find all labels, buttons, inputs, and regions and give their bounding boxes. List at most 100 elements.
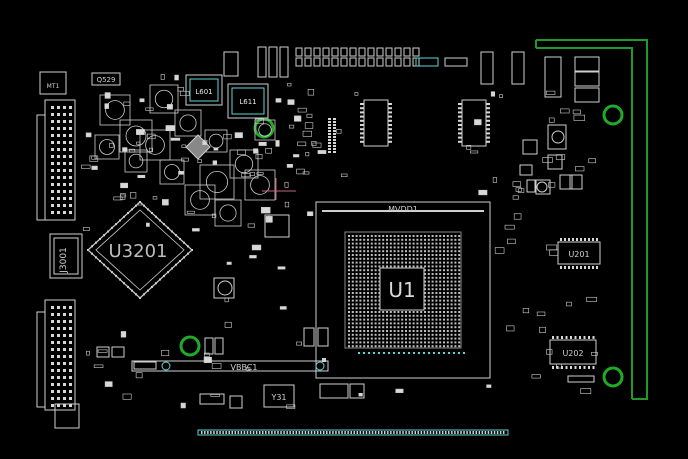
bga-ball — [412, 235, 415, 237]
bga-ball — [359, 337, 362, 340]
bga-ball — [420, 345, 423, 348]
edge-pin — [304, 431, 307, 434]
bga-ball — [420, 318, 423, 321]
pad — [131, 289, 133, 292]
bga-ball — [454, 333, 457, 336]
pin — [57, 383, 60, 386]
bga-ball — [424, 261, 426, 264]
bga-ball — [435, 257, 438, 260]
bga-ball — [363, 284, 366, 287]
pin — [556, 336, 559, 339]
pad — [123, 282, 125, 285]
bga-ball — [351, 280, 354, 283]
bga-ball — [424, 318, 426, 321]
smd-part — [395, 388, 404, 393]
part-outline — [303, 327, 315, 347]
bga-ball — [359, 254, 362, 256]
pin — [51, 369, 54, 372]
pin — [57, 341, 60, 344]
pad — [119, 219, 121, 222]
bga-ball — [389, 333, 392, 336]
bga-ball — [446, 261, 449, 264]
bga-ball — [454, 307, 457, 310]
bga-ball — [351, 303, 354, 306]
edge-pin — [341, 431, 343, 434]
bga-ball — [443, 330, 445, 332]
bga-ball — [424, 345, 426, 348]
bga-ball — [363, 246, 366, 249]
via — [373, 352, 375, 354]
bga-ball — [363, 254, 366, 256]
bga-ball — [348, 246, 350, 249]
bga-ball — [374, 254, 377, 256]
pin — [51, 162, 54, 165]
pin — [51, 127, 54, 130]
pin — [568, 238, 570, 241]
bga-ball — [427, 314, 430, 317]
bga-ball — [351, 311, 354, 313]
part-outline — [213, 277, 235, 299]
bga-ball — [412, 333, 415, 336]
pin — [570, 336, 572, 339]
bga-ball — [450, 238, 453, 241]
bga-ball — [427, 257, 430, 260]
label-j3001: J3001 — [59, 247, 69, 274]
bga-ball — [389, 238, 392, 241]
smd-part — [494, 247, 505, 254]
header-pad — [376, 57, 384, 67]
smd-part — [317, 150, 327, 154]
pin — [333, 151, 336, 153]
pin — [556, 366, 559, 369]
bga-ball — [378, 276, 381, 279]
smd-part — [512, 195, 519, 200]
bga-ball — [431, 238, 434, 241]
part-outline — [559, 174, 573, 190]
bga-ball — [355, 295, 358, 298]
bga-ball — [401, 246, 404, 249]
pad — [139, 297, 141, 299]
bga-ball — [363, 261, 366, 264]
smd-part — [466, 145, 472, 150]
bga-ball — [355, 322, 358, 325]
pin — [328, 136, 331, 138]
bga-ball — [351, 314, 354, 317]
pin — [69, 383, 72, 386]
bga-ball — [378, 345, 381, 348]
bga-ball — [367, 330, 369, 332]
edge-pin — [408, 431, 410, 434]
edge-pin — [316, 431, 319, 434]
pin — [51, 183, 54, 186]
bga-ball — [386, 250, 388, 253]
header-pad — [367, 47, 375, 57]
bga-ball — [351, 345, 354, 348]
pin — [360, 115, 364, 118]
edge-pin — [484, 431, 487, 434]
edge-pin — [228, 431, 230, 434]
edge-pin — [219, 431, 221, 434]
bga-ball — [355, 273, 358, 275]
bga-ball — [355, 254, 358, 256]
bga-ball — [351, 330, 354, 332]
bga-ball — [427, 299, 430, 302]
bga-ball — [416, 238, 419, 241]
bga-ball — [405, 341, 407, 344]
bga-ball — [378, 269, 381, 272]
bga-ball — [454, 326, 457, 329]
bga-ball — [420, 326, 423, 329]
bga-ball — [359, 284, 362, 287]
bga-ball — [412, 238, 415, 241]
bga-ball — [389, 265, 392, 268]
pin — [63, 204, 66, 207]
bga-ball — [378, 273, 381, 275]
edge-pin — [350, 431, 352, 434]
pin — [458, 111, 462, 114]
pin — [486, 115, 490, 118]
bga-ball — [359, 250, 362, 253]
bga-ball — [405, 250, 407, 253]
connector-left-bottom — [36, 299, 80, 429]
smd-part — [123, 101, 131, 106]
bga-ball — [363, 292, 366, 294]
pin — [63, 176, 66, 179]
pin — [552, 336, 554, 339]
bga-ball — [355, 250, 358, 253]
